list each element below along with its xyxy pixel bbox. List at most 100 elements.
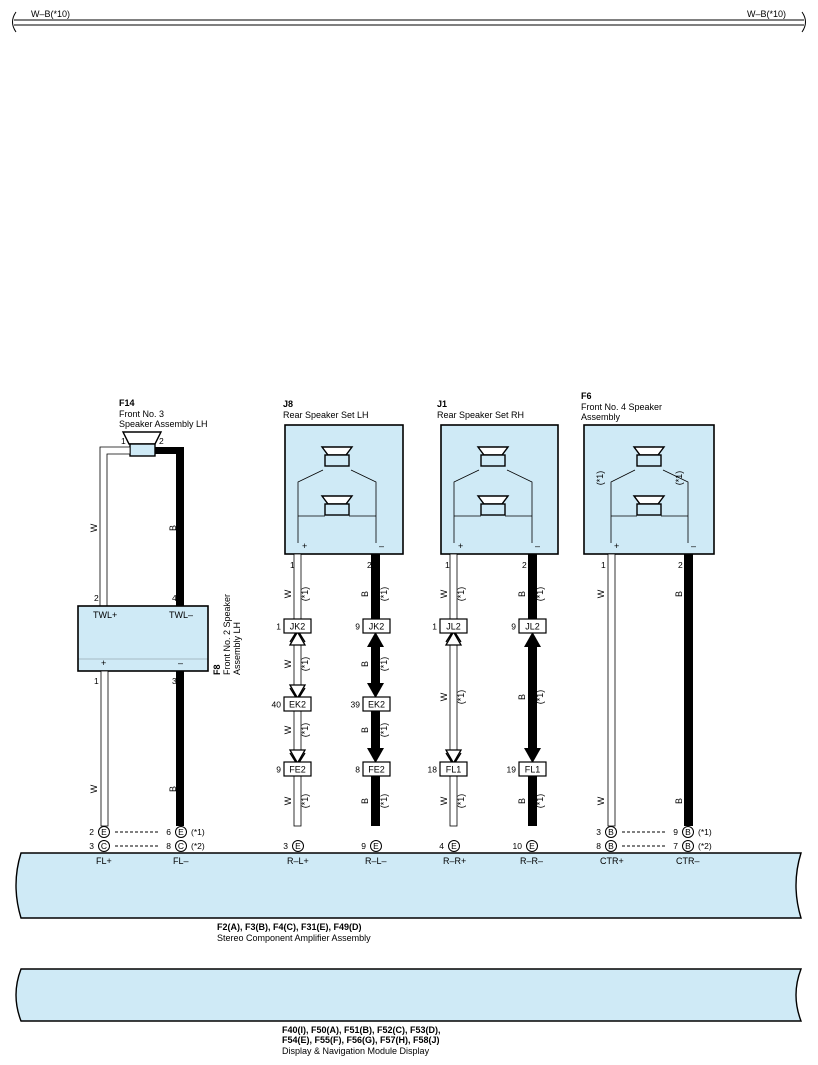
connector-fl1-label: FL1 [525, 765, 541, 775]
amp-terminal: R–R– [520, 856, 543, 866]
f6-plus: + [614, 541, 619, 551]
pin-connector-letter: E [451, 841, 457, 851]
note-star1: (*1) [456, 690, 466, 705]
wire-color-label: W [439, 796, 449, 805]
wire-color-label: W [283, 725, 293, 734]
j8-pin: 1 [290, 560, 295, 570]
pin-number: 4 [439, 841, 444, 851]
connector-pin: 9 [355, 622, 360, 632]
wire-color-label: B [517, 694, 527, 700]
f8-speaker-assembly: TWL+ TWL– + – 2 4 1 3 F8 Front No. 2 Spe… [77, 593, 242, 686]
wire-color-label: B [674, 591, 684, 597]
connector-jk2 [283, 618, 312, 634]
connector-ek2-label: EK2 [368, 700, 385, 710]
top-bus-right-label: W–B(*10) [747, 9, 786, 19]
note-star1: (*1) [456, 587, 466, 602]
f6-name-line1: Front No. 4 Speaker [581, 402, 662, 412]
pin-connector-letter: B [608, 827, 614, 837]
wire-color-label: B [360, 661, 370, 667]
stereo-component-amplifier: FL+ FL– R–L+ R–L– R–R+ R–R– CTR+ CTR– F2… [15, 852, 802, 943]
f14-code: F14 [119, 398, 135, 408]
j8-rear-speaker-set-lh: J8 Rear Speaker Set LH + – 1 2 [283, 399, 404, 570]
pin-note: (*2) [698, 841, 712, 851]
wire-color-label: B [168, 786, 178, 792]
f14-pin2: 2 [159, 436, 164, 446]
note-star1: (*1) [379, 587, 389, 602]
display-name: Display & Navigation Module Display [282, 1046, 430, 1056]
connector-jl2 [439, 618, 468, 634]
pin-connector-letter: C [178, 841, 184, 851]
connector-pin: 8 [355, 765, 360, 775]
pin-connector-letter: B [685, 841, 691, 851]
speaker-icon [477, 446, 509, 467]
display-connector-codes: F54(E), F55(F), F56(G), F57(H), F58(J) [282, 1035, 440, 1045]
display-navigation-module: F40(I), F50(A), F51(B), F52(C), F53(D), … [15, 968, 803, 1056]
speaker-icon [477, 495, 509, 516]
j1-pin: 2 [522, 560, 527, 570]
f8-minus: – [178, 658, 183, 668]
j8-plus: + [302, 541, 307, 551]
pin-connector-letter: E [373, 841, 379, 851]
f6-minus: – [691, 541, 696, 551]
pin-number: 9 [361, 841, 366, 851]
wire-color-label: B [360, 798, 370, 804]
wire-color-label: B [168, 525, 178, 531]
f8-pin: 3 [172, 676, 177, 686]
amp-terminal: R–L– [365, 856, 387, 866]
wire-color-label: W [596, 796, 606, 805]
pin-number: 9 [673, 827, 678, 837]
f6-name-line2: Assembly [581, 412, 621, 422]
wire-color-label: B [360, 591, 370, 597]
j1-pin: 1 [445, 560, 450, 570]
pin-connector-letter: B [685, 827, 691, 837]
connector-pin: 19 [507, 765, 517, 775]
f6-wires: W B W B [596, 553, 693, 827]
f8-pin: 2 [94, 593, 99, 603]
top-bus: W–B(*10) W–B(*10) [12, 9, 806, 33]
f8-name-line2: Assembly LH [232, 622, 242, 675]
j8-name: Rear Speaker Set LH [283, 410, 369, 420]
display-connector-codes: F40(I), F50(A), F51(B), F52(C), F53(D), [282, 1025, 441, 1035]
f8-pin: 1 [94, 676, 99, 686]
f6-pin: 1 [601, 560, 606, 570]
pin-number: 8 [166, 841, 171, 851]
rear-wire-labels: W B W B W B W B W B W B W B (*1) (*1) (*… [283, 587, 545, 809]
amp-terminal: R–R+ [443, 856, 466, 866]
wire-color-label: W [596, 589, 606, 598]
f6-note: (*1) [674, 471, 684, 486]
note-star1: (*1) [300, 723, 310, 738]
f6-speaker-assembly: F6 Front No. 4 Speaker Assembly (*1) (*1… [581, 391, 715, 570]
connector-jl2-label: JL2 [446, 622, 461, 632]
pin-note: (*1) [698, 827, 712, 837]
inline-connectors: JK2 JK2 1 9 JL2 JL2 1 9 EK2 EK2 40 39 FE… [272, 618, 547, 777]
wire-color-label: W [439, 692, 449, 701]
amp-name: Stereo Component Amplifier Assembly [217, 933, 371, 943]
pin-number: 3 [89, 841, 94, 851]
pin-connector-letter: E [178, 827, 184, 837]
connector-jk2-label: JK2 [290, 622, 306, 632]
amp-terminal: CTR+ [600, 856, 624, 866]
f14-speaker-assembly: F14 Front No. 3 Speaker Assembly LH 1 2 [119, 398, 208, 457]
connector-pin: 1 [276, 622, 281, 632]
wire-color-label: B [517, 798, 527, 804]
pin-connector-letter: E [529, 841, 535, 851]
note-star1: (*1) [379, 723, 389, 738]
pin-number: 2 [89, 827, 94, 837]
f8-code: F8 [212, 664, 222, 675]
connector-fl1-label: FL1 [446, 765, 462, 775]
connector-ek2-label: EK2 [289, 700, 306, 710]
speaker-icon [321, 446, 353, 467]
amp-terminal: R–L+ [287, 856, 309, 866]
note-star1: (*1) [300, 587, 310, 602]
connector-jk2 [362, 618, 391, 634]
j1-code: J1 [437, 399, 447, 409]
connector-jl2 [518, 618, 547, 634]
note-star1: (*1) [456, 794, 466, 809]
f8-twl-plus: TWL+ [93, 610, 117, 620]
f14-pin1: 1 [121, 436, 126, 446]
j8-code: J8 [283, 399, 293, 409]
j1-plus: + [458, 541, 463, 551]
amp-connector-codes: F2(A), F3(B), F4(C), F31(E), F49(D) [217, 922, 362, 932]
pin-connector-letter: B [608, 841, 614, 851]
connector-pin: 18 [428, 765, 438, 775]
